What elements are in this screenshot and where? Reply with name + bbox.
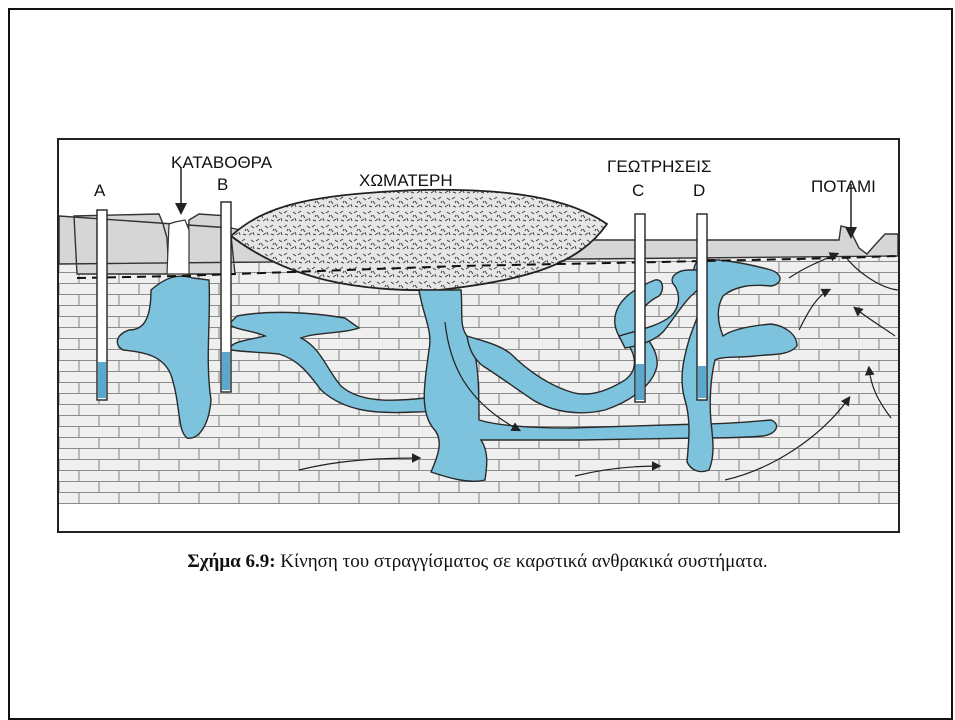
caption-number: Σχήμα 6.9: bbox=[187, 551, 275, 572]
sinkhole-throat bbox=[167, 220, 189, 274]
label-well-a: A bbox=[94, 181, 106, 200]
label-boreholes: ΓΕΩΤΡΗΣΕΙΣ bbox=[607, 157, 712, 176]
caption-text: Κίνηση του στραγγίσματος σε καρστικά ανθ… bbox=[276, 551, 768, 572]
well-a bbox=[97, 210, 107, 400]
well-c bbox=[635, 214, 645, 402]
karst-figure: A ΚΑΤΑΒΟΘΡΑ B ΧΩΜΑΤΕΡΗ ΓΕΩΤΡΗΣΕΙΣ C D ΠΟ… bbox=[57, 138, 900, 533]
karst-diagram-svg: A ΚΑΤΑΒΟΘΡΑ B ΧΩΜΑΤΕΡΗ ΓΕΩΤΡΗΣΕΙΣ C D ΠΟ… bbox=[59, 140, 898, 531]
label-well-c: C bbox=[632, 181, 644, 200]
label-well-b: B bbox=[217, 175, 228, 194]
label-sinkhole: ΚΑΤΑΒΟΘΡΑ bbox=[171, 153, 273, 172]
figure-caption: Σχήμα 6.9: Κίνηση του στραγγίσματος σε κ… bbox=[0, 551, 955, 573]
label-well-d: D bbox=[693, 181, 705, 200]
label-landfill: ΧΩΜΑΤΕΡΗ bbox=[359, 171, 453, 190]
well-d bbox=[697, 214, 707, 400]
well-b bbox=[221, 202, 231, 392]
label-river: ΠΟΤΑΜΙ bbox=[811, 177, 876, 196]
